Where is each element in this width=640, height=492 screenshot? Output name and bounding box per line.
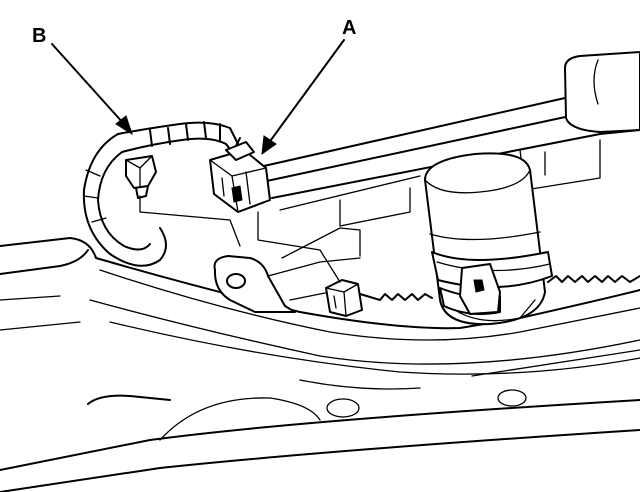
cylinder-actuator [424, 152, 553, 326]
sensor-connector [325, 279, 363, 317]
toothed-strip [359, 275, 640, 301]
callout-arrow-b [51, 43, 133, 136]
callout-label-a: A [342, 17, 356, 39]
harness-clip [125, 155, 157, 199]
callout-arrow-a [261, 39, 345, 156]
callout-label-b: B [32, 25, 46, 47]
wire-harness [82, 121, 239, 267]
connector [209, 137, 271, 213]
bracket [213, 227, 361, 313]
leader-guides [139, 195, 341, 283]
upper-housing [254, 51, 640, 227]
lower-frame [0, 237, 640, 492]
